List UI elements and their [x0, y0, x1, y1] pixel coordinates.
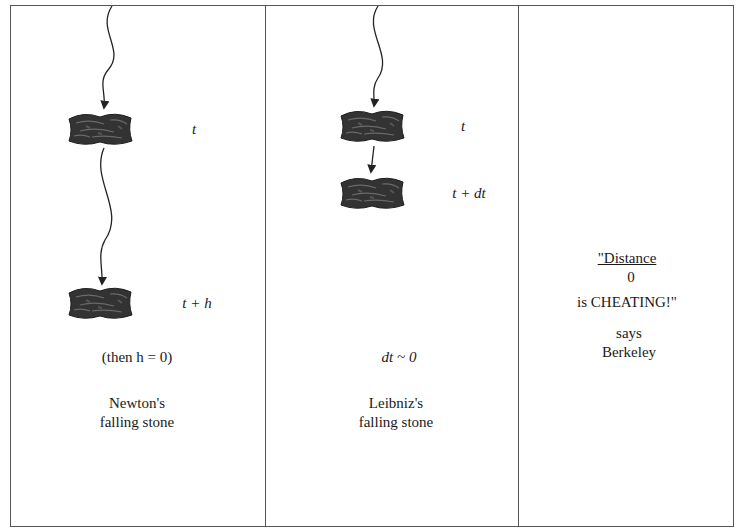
stone	[69, 288, 132, 318]
time-label: t	[459, 117, 467, 136]
stone	[341, 178, 404, 208]
time-label: t + dt	[450, 184, 487, 203]
quote-text: is CHEATING!"	[575, 293, 679, 312]
panel: t t + h (then h = 0) Newton's falling stone	[10, 5, 265, 527]
time-label: t	[190, 120, 198, 139]
stone	[69, 114, 132, 144]
panel: "Distance0 is CHEATING!" says Berkeley	[518, 5, 734, 527]
note: dt ~ 0	[380, 348, 419, 367]
caption: Leibniz's falling stone	[352, 394, 440, 432]
wavy-arrow	[101, 148, 112, 284]
panel: t t + dt dt ~ 0 Leibniz's falling stone	[265, 5, 518, 527]
attribution: says Berkeley	[592, 324, 666, 362]
wavy-arrow	[103, 6, 114, 108]
stone	[341, 111, 404, 141]
caption: Newton's falling stone	[93, 394, 181, 432]
short-arrow	[371, 146, 374, 172]
quote-numerator: "Distance	[596, 249, 659, 268]
quote-denominator: 0	[625, 268, 637, 287]
time-label: t + h	[180, 294, 213, 313]
wavy-arrow	[373, 6, 382, 106]
note: (then h = 0)	[100, 348, 175, 367]
